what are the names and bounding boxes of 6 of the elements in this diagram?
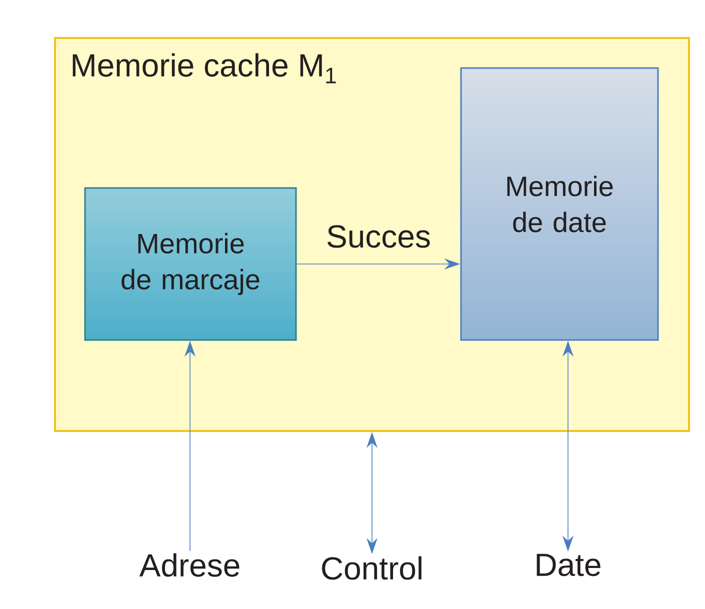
- edge-label: Succes: [328, 225, 430, 248]
- signal-label: Control: [322, 556, 422, 580]
- signal-label: Date: [536, 554, 600, 576]
- data-memory-box: Memorie de date: [460, 67, 659, 341]
- signal-label: Adrese: [139, 553, 240, 577]
- tag-memory-box: Memorie de marcaje: [84, 187, 297, 341]
